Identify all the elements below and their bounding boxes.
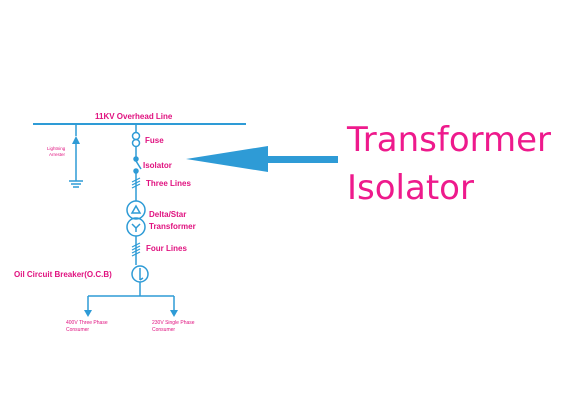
callout-arrow (186, 146, 338, 172)
ocb-label: Oil Circuit Breaker(O.C.B) (14, 270, 112, 279)
callout-title-line1: Transformer (346, 120, 551, 160)
transformer-symbol (126, 200, 146, 237)
overhead-line-label: 11KV Overhead Line (95, 112, 173, 121)
lightning-arrester-label-2: Arrester (49, 152, 66, 157)
three-lines-hatch (131, 177, 141, 189)
lightning-arrester (69, 124, 83, 188)
four-lines-label: Four Lines (146, 244, 187, 253)
fuse-label: Fuse (145, 136, 164, 145)
consumer-arrow-1ph (170, 310, 178, 317)
consumer-3ph-label-2: Consumer (66, 327, 89, 333)
ocb-symbol (131, 265, 149, 283)
consumer-arrow-3ph (84, 310, 92, 317)
consumer-3ph-label-1: 400V Three Phase (66, 320, 108, 326)
lightning-arrester-label-1: Lightning (47, 146, 66, 151)
callout-title-line2: Isolator (347, 168, 474, 208)
isolator-label: Isolator (143, 161, 172, 170)
transformer-label-1: Delta/Star (149, 210, 186, 219)
consumer-1ph-label-2: Consumer (152, 327, 175, 333)
three-lines-label: Three Lines (146, 179, 191, 188)
four-lines-hatch (131, 242, 141, 257)
fuse-symbol (131, 131, 141, 148)
distribution-lines (87, 282, 175, 310)
transformer-label-2: Transformer (149, 222, 196, 231)
isolator-symbol (133, 156, 142, 174)
consumer-1ph-label-1: 230V Single Phase (152, 320, 195, 326)
